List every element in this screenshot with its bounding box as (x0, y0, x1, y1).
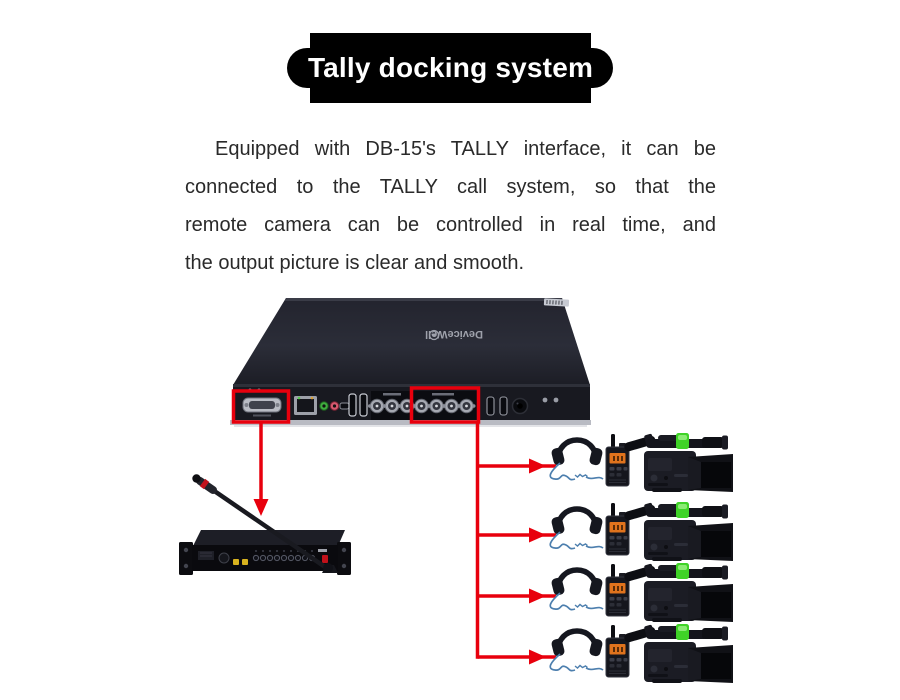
arrow-to-intercom-head (253, 499, 269, 516)
top-edge-highlight (285, 298, 563, 301)
panel-edge (233, 384, 590, 387)
camcorder-icon (622, 432, 733, 492)
walkie-talkie-icon (605, 502, 630, 556)
switcher-device: DeviceWell (230, 298, 591, 427)
camcorder-icon (622, 562, 733, 622)
intercom-base-station (179, 530, 351, 575)
brand-logo: DeviceWell (425, 328, 483, 341)
gooseneck-mic (192, 474, 338, 573)
audio-jacks (319, 401, 340, 411)
camcorder-icon (622, 623, 733, 683)
yellow-button (242, 559, 248, 565)
mic-red-ring (199, 478, 210, 490)
power-jack (511, 397, 529, 415)
switcher-top-surface (233, 298, 590, 385)
brand-logo-text: DeviceWell (425, 328, 483, 340)
camera-crew-row-2 (477, 501, 733, 561)
ethernet-port (294, 396, 317, 415)
branch-arrow-head (529, 588, 546, 604)
branch-arrow-head (529, 649, 546, 665)
description-text: Equipped with DB-15's TALLY interface, i… (185, 130, 716, 282)
mini-hdmi-ports (486, 396, 508, 416)
headset-icon (550, 570, 603, 610)
screw (553, 397, 559, 403)
description-line: connected to the TALLY call system, so t… (185, 176, 716, 198)
chassis-shadow (234, 425, 587, 427)
db15-tally-port (242, 397, 282, 417)
walkie-talkie-icon (605, 563, 630, 617)
description-line: the output picture is clear and smooth. (185, 252, 525, 274)
serial-sticker (543, 298, 570, 307)
screw (542, 397, 548, 403)
description-line: remote camera can be controlled in real … (185, 214, 716, 236)
page-title: Tally docking system (307, 52, 594, 83)
headset-icon (550, 440, 603, 480)
camcorder-icon (622, 501, 733, 561)
title-banner: Tally docking system (287, 33, 613, 103)
hdmi-ports (348, 393, 368, 417)
red-button (322, 555, 328, 563)
headset-icon (550, 631, 603, 671)
walkie-talkie-icon (605, 433, 630, 487)
camera-crew-row-1 (477, 432, 733, 492)
branch-arrow-head (529, 458, 546, 474)
bnc-port-group (367, 391, 479, 420)
sdi-ports-highlight-box (409, 386, 481, 424)
micro-usb-port (339, 402, 350, 410)
camera-crew-row-3 (477, 562, 733, 622)
headset-icon (550, 509, 603, 549)
branch-arrow-head (529, 527, 546, 543)
annotations (231, 386, 481, 659)
description-line: Equipped with DB-15's TALLY interface, i… (215, 138, 716, 160)
yellow-button (233, 559, 239, 565)
banner-rect-shape: Tally docking system (307, 33, 594, 103)
walkie-talkie-icon (605, 624, 630, 678)
camera-crew-row-4 (477, 623, 733, 683)
